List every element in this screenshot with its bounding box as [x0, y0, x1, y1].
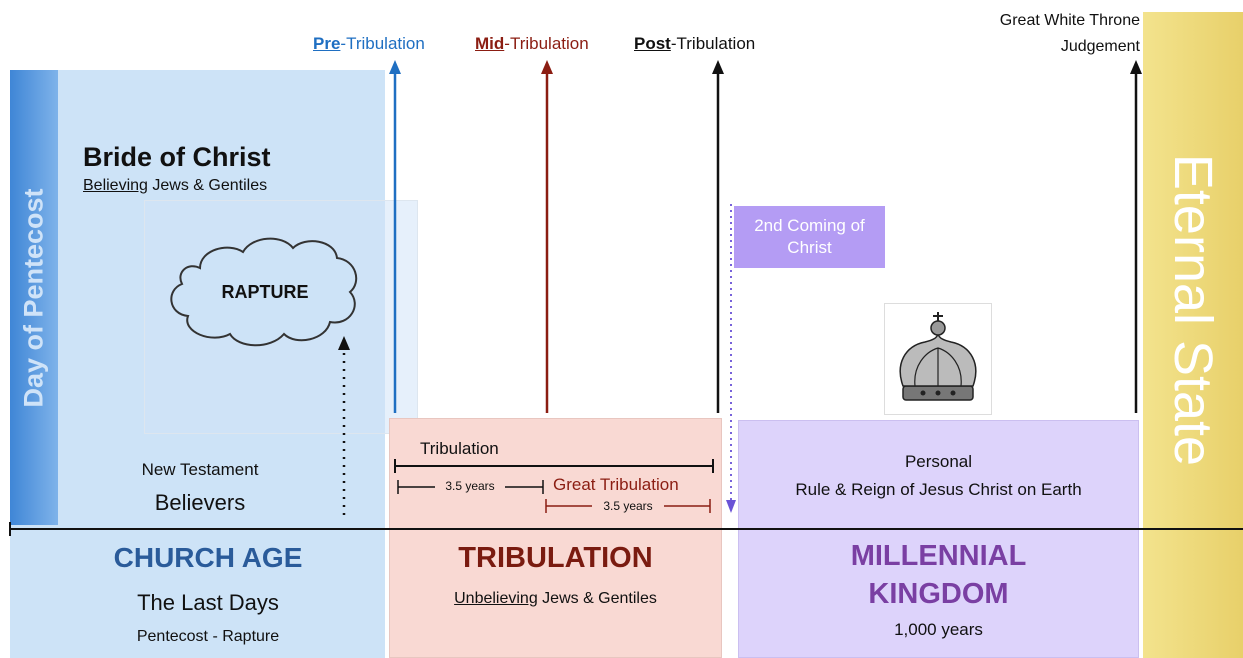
tribulation-title: TRIBULATION	[458, 542, 653, 574]
bride-subtitle: Believing Jews & Gentiles	[83, 177, 267, 195]
second-coming-box: 2nd Coming of Christ	[734, 206, 885, 268]
mid-tribulation-label: Mid-Tribulation	[475, 34, 589, 54]
bride-of-christ-title: Bride of Christ	[83, 142, 271, 172]
great-tribulation-label: Great Tribulation	[553, 475, 679, 494]
crown-icon	[899, 312, 977, 401]
trib-sub-underlined: Unbelieving	[454, 590, 538, 607]
post-bold: Post	[634, 34, 671, 53]
trib-sub-rest: Jews & Gentiles	[537, 590, 657, 607]
millennium-line2: Rule & Reign of Jesus Christ on Earth	[795, 480, 1082, 499]
church-age-subtitle: The Last Days	[137, 590, 279, 615]
crown-image-box	[884, 303, 992, 415]
millennium-duration: 1,000 years	[894, 620, 983, 639]
bride-sub-rest: Jews & Gentiles	[147, 177, 268, 194]
pre-bold: Pre	[313, 34, 341, 53]
church-age-title: CHURCH AGE	[113, 542, 303, 573]
mid-bold: Mid	[475, 34, 505, 53]
post-rest: -Tribulation	[670, 34, 756, 53]
millennium-line1: Personal	[904, 452, 973, 471]
tribulation-subtitle: Unbelieving Jews & Gentiles	[389, 590, 722, 608]
second-half-label: 3.5 years	[603, 499, 653, 513]
church-age-range: Pentecost - Rapture	[136, 628, 280, 645]
first-half-label: 3.5 years	[445, 479, 495, 493]
pre-rest: -Tribulation	[340, 34, 425, 53]
cloud-icon	[170, 237, 358, 347]
rapture-label: RAPTURE	[221, 282, 309, 302]
great-white-throne-label: Great White Throne Judgement	[940, 8, 1140, 60]
mid-rest: -Tribulation	[504, 34, 589, 53]
rapture-dotted-arrow	[338, 336, 350, 515]
nt-line2: Believers	[154, 490, 246, 515]
post-tribulation-arrow	[712, 60, 724, 413]
millennial-panel	[738, 420, 1139, 658]
tribulation-panel	[389, 418, 722, 658]
eternal-state-panel	[1143, 12, 1243, 658]
mid-tribulation-arrow	[541, 60, 553, 413]
tribulation-span-label: Tribulation	[420, 439, 499, 458]
pre-tribulation-arrow	[389, 60, 401, 413]
day-of-pentecost-bar	[10, 70, 58, 525]
first-half-span	[397, 480, 544, 494]
second-half-span	[545, 499, 711, 513]
nt-line1: New Testament	[141, 460, 259, 479]
millennial-title-line2: KINGDOM	[868, 578, 1009, 610]
gwt-line1: Great White Throne	[999, 12, 1140, 29]
bride-sub-underlined: Believing	[83, 177, 148, 194]
second-coming-dotted-arrow	[726, 204, 736, 513]
pre-tribulation-label: Pre-Tribulation	[313, 34, 425, 54]
millennial-title-line1: MILLENNIAL	[850, 540, 1027, 572]
tribulation-span-line	[394, 459, 714, 473]
gwt-line2: Judgement	[1060, 38, 1140, 55]
post-tribulation-label: Post-Tribulation	[634, 34, 755, 54]
great-white-throne-arrow	[1130, 60, 1142, 413]
